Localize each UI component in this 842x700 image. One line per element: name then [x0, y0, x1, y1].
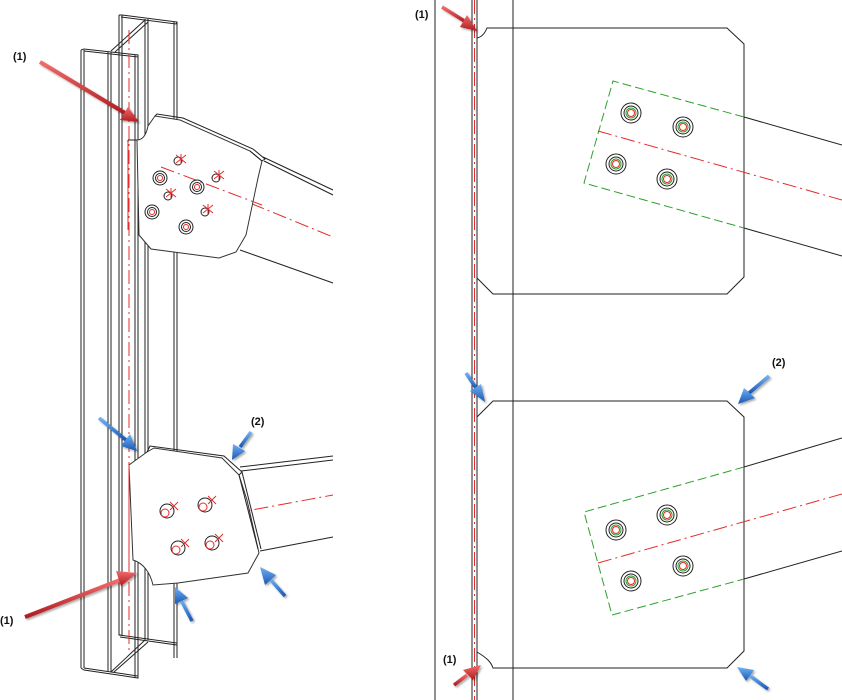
hole	[163, 188, 177, 201]
arrow-chamfer-3d-icon	[232, 430, 253, 460]
bolt-group-lower-3d	[159, 495, 224, 556]
hole	[200, 204, 214, 217]
upper-plate-2d	[476, 27, 842, 295]
arrow-plate-corner-bottom-2d-icon	[737, 667, 770, 691]
beam-outline-lower	[583, 466, 745, 616]
bolt	[170, 538, 190, 556]
bolt-group-upper-2d	[605, 102, 694, 190]
callout-label-notch-bottom-2d: (1)	[443, 654, 457, 666]
bolt	[672, 116, 694, 138]
hole	[211, 170, 225, 183]
bolt	[189, 179, 205, 195]
bolt	[620, 570, 642, 592]
lower-plate-2d	[476, 400, 842, 669]
arrow-plate-corner-top-2d-icon	[464, 372, 485, 402]
arrow-chamfer-2d-icon	[738, 374, 771, 404]
bolt	[672, 555, 694, 577]
bolt-group-upper-3d	[144, 154, 225, 235]
callout-label-chamfer-2d: (2)	[772, 357, 786, 369]
bolt	[656, 168, 678, 190]
beam-outline-upper	[583, 80, 745, 229]
upper-plate-3d	[127, 113, 334, 284]
isometric-view: (1) (1) (2)	[0, 14, 334, 679]
arrow-plate-corner-top-3d-icon	[97, 416, 137, 451]
bolt	[197, 495, 217, 513]
bolt	[159, 501, 179, 519]
bolt	[144, 204, 160, 220]
arrow-notch-bottom-2d-icon	[452, 665, 481, 687]
callout-label-notch-top-2d: (1)	[415, 9, 429, 21]
bolt	[178, 219, 194, 235]
callout-label-notch-bottom-3d: (1)	[0, 615, 14, 627]
elevation-view: (1) (1) (2)	[415, 0, 842, 700]
callout-label-chamfer-3d: (2)	[251, 416, 265, 428]
bolt	[656, 504, 678, 526]
bolt	[620, 102, 642, 124]
hole	[173, 154, 187, 166]
lower-plate-3d	[128, 445, 334, 586]
arrow-notch-bottom-3d-icon	[24, 571, 137, 619]
bolt	[605, 153, 627, 175]
arrow-notch-top-2d-icon	[441, 5, 477, 31]
arrow-notch-top-3d-icon	[38, 60, 139, 122]
bolt	[204, 533, 224, 551]
bolt	[152, 170, 168, 186]
arrow-plate-corner-bottom-3d-icon	[175, 587, 194, 622]
arrow-beam-corner-3d-icon	[260, 567, 287, 598]
callout-label-notch-top-3d: (1)	[13, 51, 27, 63]
bolt-group-lower-2d	[605, 504, 694, 592]
bolt	[605, 519, 627, 541]
